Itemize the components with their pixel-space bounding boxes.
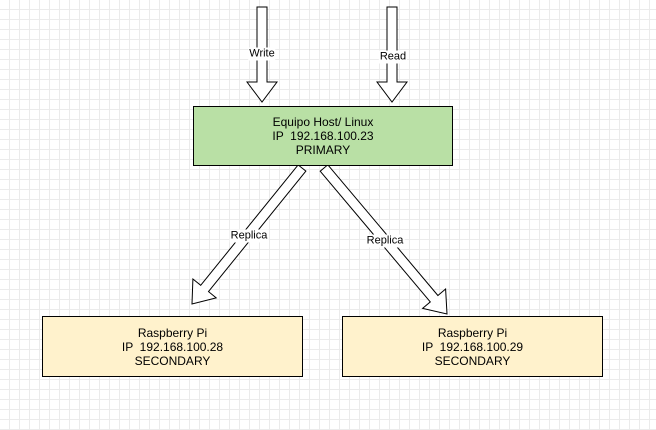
primary-host-role: PRIMARY (295, 143, 351, 157)
secondary-1-role: SECONDARY (134, 353, 211, 368)
secondary-1-name: Raspberry Pi (137, 325, 208, 340)
secondary-2-name: Raspberry Pi (437, 325, 508, 340)
primary-host-ip: IP 192.168.100.23 (272, 129, 374, 143)
replica-edge-label-2: Replica (365, 234, 405, 248)
secondary-node-2[interactable]: Raspberry Pi IP 192.168.100.29 SECONDARY (342, 316, 603, 377)
secondary-1-ip: IP 192.168.100.28 (121, 339, 224, 354)
read-edge-label: Read (378, 50, 408, 64)
secondary-2-role: SECONDARY (434, 353, 511, 368)
write-edge-label: Write (248, 47, 276, 61)
secondary-node-1[interactable]: Raspberry Pi IP 192.168.100.28 SECONDARY (42, 316, 303, 377)
primary-host-node[interactable]: Equipo Host/ Linux IP 192.168.100.23 PRI… (193, 106, 453, 166)
secondary-2-ip: IP 192.168.100.29 (421, 339, 524, 354)
replica-edge-label-1: Replica (229, 229, 269, 243)
primary-host-name: Equipo Host/ Linux (272, 115, 374, 129)
